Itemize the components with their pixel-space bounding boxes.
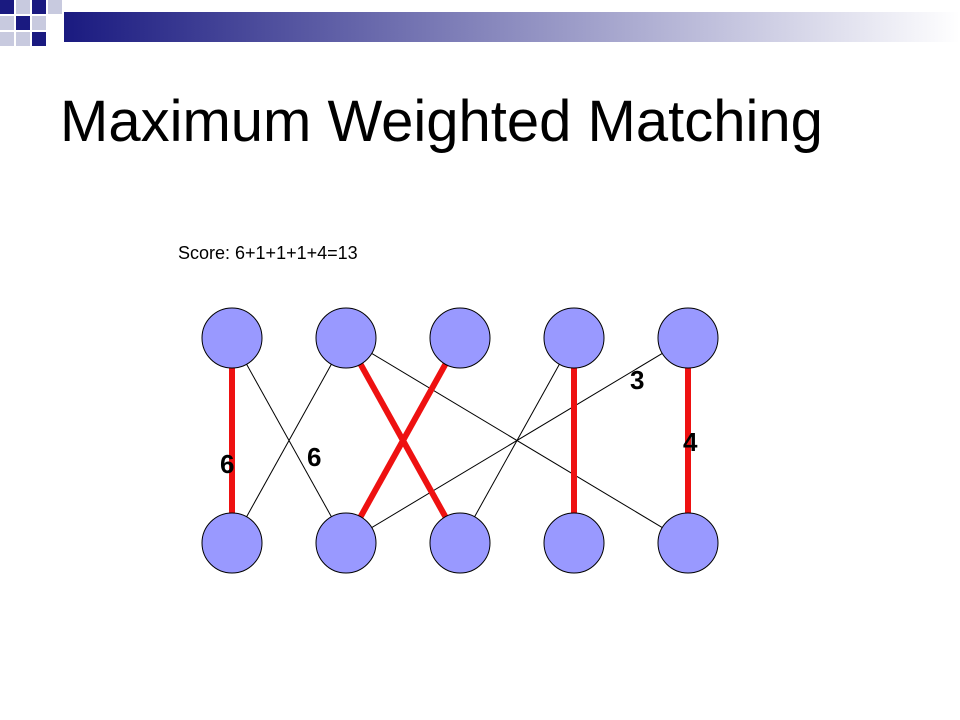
weight-label: 6 — [220, 449, 234, 479]
top-node — [657, 307, 719, 369]
bottom-node — [201, 512, 263, 574]
top-node — [429, 307, 491, 369]
weight-label: 3 — [630, 365, 644, 395]
nodes-layer — [201, 307, 719, 574]
top-node — [315, 307, 377, 369]
score-text: Score: 6+1+1+1+4=13 — [178, 243, 358, 263]
weight-labels-layer: 6 6 3 4 — [220, 365, 698, 479]
bottom-node — [657, 512, 719, 574]
weight-label: 4 — [683, 427, 698, 457]
graph-edge — [242, 357, 336, 524]
weight-label: 6 — [307, 442, 321, 472]
edges-layer — [229, 349, 691, 532]
graph-edge — [365, 349, 669, 532]
bottom-node — [315, 512, 377, 574]
top-node — [543, 307, 605, 369]
top-node — [201, 307, 263, 369]
slide-header-decoration — [0, 0, 960, 46]
matching-edge — [351, 350, 455, 531]
bottom-node — [429, 512, 491, 574]
slide-title: Maximum Weighted Matching — [60, 89, 823, 154]
bottom-node — [543, 512, 605, 574]
